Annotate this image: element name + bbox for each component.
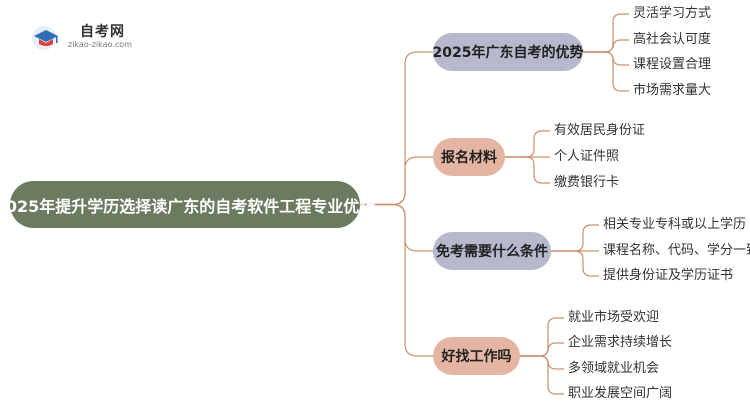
leaf-provide-certificates: 提供身份证及学历证书 [603, 268, 734, 283]
leaf-course-match: 课程名称、代码、学分一致 [603, 243, 750, 258]
branch-node-advantages: 2025年广东自考的优势 [433, 33, 583, 71]
graduation-cap-icon [32, 26, 58, 50]
leaf-popular-in-market: 就业市场受欢迎 [568, 310, 660, 325]
connector-branch-2-leaf-0 [551, 224, 599, 252]
connector-branch-3-leaf-1 [520, 342, 564, 357]
connector-branch-3-leaf-0 [520, 317, 564, 357]
leaf-growing-demand: 企业需求持续增长 [568, 335, 673, 350]
branch-node-exemption-conditions: 免考需要什么条件 [433, 232, 551, 270]
connector-branch-0-leaf-3 [583, 51, 629, 92]
connector-root-branch-1 [360, 156, 433, 206]
leaf-id-photo: 个人证件照 [554, 149, 620, 164]
leaf-career-growth: 职业发展空间广阔 [568, 386, 673, 401]
site-logo[interactable]: 自考网 zikao-zikao.com [30, 20, 140, 54]
leaf-flexible-learning: 灵活学习方式 [633, 6, 712, 21]
connector-branch-0-leaf-2 [583, 51, 629, 66]
logo-name: 自考网 [80, 24, 125, 40]
branch-node-registration-materials: 报名材料 [433, 138, 505, 176]
connector-branch-1-leaf-2 [505, 156, 550, 184]
leaf-bank-card: 缴费银行卡 [554, 175, 620, 190]
connector-branch-0-leaf-0 [583, 13, 629, 53]
leaf-social-recognition: 高社会认可度 [633, 32, 712, 47]
leaf-reasonable-curriculum: 课程设置合理 [633, 57, 712, 72]
connector-branch-3-leaf-2 [520, 355, 564, 370]
logo-url: zikao-zikao.com [68, 40, 132, 49]
connector-root-branch-3 [360, 203, 433, 357]
root-node: 2025年提升学历选择读广东的自考软件工程专业优势 [0, 181, 375, 228]
connector-branch-1-leaf-0 [505, 130, 550, 158]
connector-branch-3-leaf-3 [520, 355, 564, 395]
leaf-market-demand: 市场需求量大 [633, 83, 712, 98]
leaf-multi-field-jobs: 多领域就业机会 [568, 361, 660, 376]
connector-branch-2-leaf-2 [551, 250, 599, 277]
leaf-id-card: 有效居民身份证 [554, 123, 646, 138]
branch-node-employment: 好找工作吗 [433, 337, 520, 375]
leaf-related-degree: 相关专业专科或以上学历 [603, 217, 747, 232]
connector-root-branch-0 [360, 51, 433, 206]
connector-branch-0-leaf-1 [583, 39, 629, 53]
